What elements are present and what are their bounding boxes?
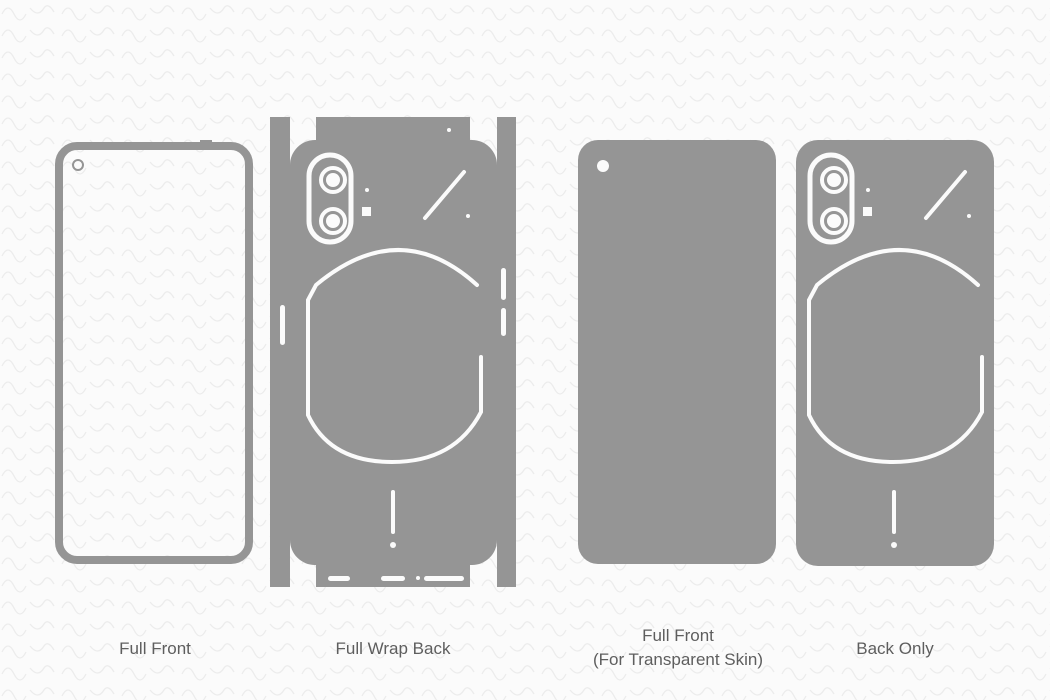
- label-transparent-front-line2: (For Transparent Skin): [592, 650, 764, 669]
- label-back-only: Back Only: [856, 639, 934, 658]
- label-full-wrap-back: Full Wrap Back: [335, 639, 451, 658]
- transparent-front-template: [578, 140, 776, 564]
- full-wrap-back-template: [270, 117, 516, 587]
- back-only-template: [796, 140, 994, 566]
- label-full-front: Full Front: [119, 639, 191, 658]
- label-transparent-front-line1: Full Front: [642, 626, 714, 645]
- full-front-template: [55, 140, 253, 564]
- label-transparent-front: Full Front (For Transparent Skin): [558, 624, 798, 672]
